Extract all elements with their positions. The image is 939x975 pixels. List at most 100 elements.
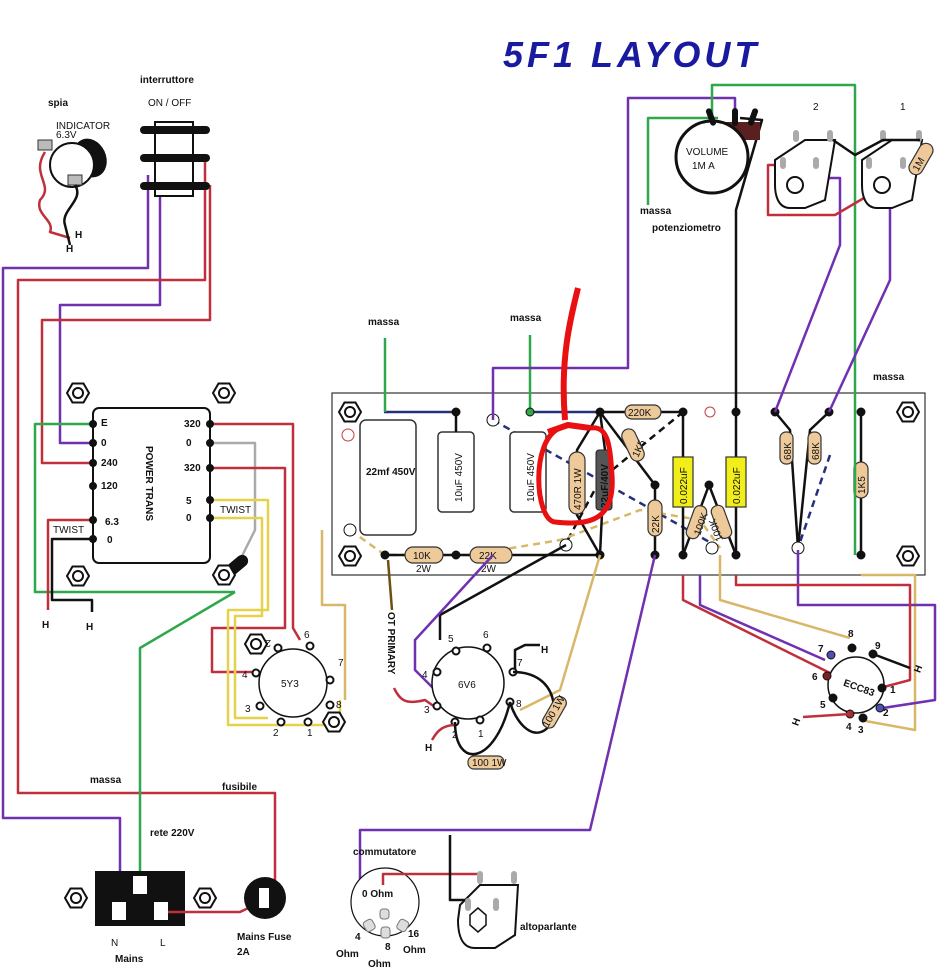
- svg-text:4: 4: [422, 670, 428, 681]
- svg-text:0: 0: [186, 513, 192, 524]
- svg-text:22K: 22K: [651, 515, 662, 533]
- svg-text:potenziometro: potenziometro: [652, 223, 721, 234]
- svg-text:Ohm: Ohm: [336, 949, 359, 960]
- power-tube-6v6: 6V6 5 6 7 4 8 3 2 1 H H 100 1W 100 1W: [422, 630, 568, 770]
- svg-text:320: 320: [184, 419, 201, 430]
- svg-text:3: 3: [858, 725, 864, 736]
- svg-text:120: 120: [101, 481, 118, 492]
- svg-text:7: 7: [338, 658, 344, 669]
- svg-text:2: 2: [265, 637, 271, 648]
- input-jack-1[interactable]: 1 1M: [832, 102, 936, 209]
- svg-text:TWIST: TWIST: [220, 505, 251, 516]
- svg-text:Ohm: Ohm: [403, 945, 426, 956]
- svg-text:0.022uF: 0.022uF: [732, 467, 743, 504]
- svg-text:8: 8: [516, 699, 522, 710]
- svg-text:1: 1: [890, 685, 896, 696]
- svg-text:220K: 220K: [628, 408, 652, 419]
- speaker-jack[interactable]: altoparlante: [448, 835, 577, 949]
- svg-text:massa: massa: [90, 775, 122, 786]
- svg-text:ON / OFF: ON / OFF: [148, 98, 191, 109]
- svg-text:H: H: [790, 717, 803, 728]
- svg-text:1M A: 1M A: [692, 161, 715, 172]
- svg-text:H: H: [75, 230, 82, 241]
- svg-text:2W: 2W: [416, 564, 432, 575]
- svg-text:10uF 450V: 10uF 450V: [454, 453, 465, 502]
- svg-text:8: 8: [336, 700, 342, 711]
- svg-text:H: H: [42, 620, 49, 631]
- svg-text:2A: 2A: [237, 947, 250, 958]
- svg-text:H: H: [541, 645, 548, 656]
- svg-text:Mains: Mains: [115, 954, 144, 965]
- svg-text:5: 5: [820, 700, 826, 711]
- rectifier-tube-5y3: 5Y3 2 6 4 7 3 2 1 8: [242, 630, 346, 739]
- svg-text:100 1W: 100 1W: [472, 758, 507, 769]
- svg-text:1K5: 1K5: [857, 476, 868, 494]
- svg-text:5: 5: [448, 634, 454, 645]
- svg-text:E: E: [101, 418, 108, 429]
- svg-text:L: L: [160, 938, 166, 949]
- svg-text:6.3V: 6.3V: [56, 130, 77, 141]
- svg-text:1: 1: [478, 729, 484, 740]
- svg-text:TWIST: TWIST: [53, 525, 84, 536]
- svg-text:massa: massa: [640, 206, 672, 217]
- svg-text:6: 6: [304, 630, 310, 641]
- svg-text:240: 240: [101, 458, 118, 469]
- svg-text:H: H: [425, 743, 432, 754]
- svg-text:6: 6: [812, 672, 818, 683]
- svg-text:0: 0: [107, 535, 113, 546]
- svg-text:10uF 450V: 10uF 450V: [526, 453, 537, 502]
- svg-text:320: 320: [184, 463, 201, 474]
- svg-text:9: 9: [875, 641, 881, 652]
- svg-text:10K: 10K: [413, 551, 431, 562]
- svg-text:H: H: [86, 622, 93, 633]
- svg-text:4: 4: [846, 722, 852, 733]
- svg-text:5: 5: [186, 496, 192, 507]
- ground-label: massa: [368, 317, 400, 328]
- svg-text:0 Ohm: 0 Ohm: [362, 889, 393, 900]
- mains-wiring: [1, 160, 342, 885]
- svg-text:0.022uF: 0.022uF: [679, 467, 690, 504]
- svg-text:5Y3: 5Y3: [281, 679, 299, 690]
- svg-text:fusibile: fusibile: [222, 782, 257, 793]
- ground-label: massa: [873, 372, 905, 383]
- power-switch[interactable]: interruttore ON / OFF: [140, 75, 210, 197]
- svg-text:2W: 2W: [481, 564, 497, 575]
- svg-text:interruttore: interruttore: [140, 75, 194, 86]
- svg-text:Ohm: Ohm: [368, 959, 391, 970]
- signal-wiring: [320, 83, 937, 905]
- svg-text:8: 8: [385, 942, 391, 953]
- svg-text:altoparlante: altoparlante: [520, 922, 577, 933]
- svg-text:commutatore: commutatore: [353, 847, 417, 858]
- svg-text:Mains Fuse: Mains Fuse: [237, 932, 292, 943]
- svg-text:2: 2: [273, 728, 279, 739]
- input-jack-2[interactable]: 2: [774, 102, 837, 209]
- svg-text:0: 0: [101, 438, 107, 449]
- highlight-annotation: [536, 287, 615, 526]
- svg-text:VOLUME: VOLUME: [686, 147, 729, 158]
- power-transformer: POWER TRANS E 0 240 120 6.3 0 320 0 320 …: [42, 382, 251, 633]
- svg-text:1: 1: [307, 728, 313, 739]
- ot-primary-label: OT PRIMARY: [385, 612, 396, 675]
- svg-text:POWER TRANS: POWER TRANS: [143, 446, 154, 521]
- turret-board: 22mf 450V 10uF 450V 10uF 450V 10K 2W 22K…: [331, 313, 926, 576]
- svg-text:22mf 450V: 22mf 450V: [366, 467, 416, 478]
- svg-text:6.3: 6.3: [105, 517, 119, 528]
- svg-text:68K: 68K: [783, 442, 794, 460]
- mains-section: massa fusibile rete 220V N L Mains Mains…: [64, 775, 292, 965]
- svg-text:3: 3: [245, 704, 251, 715]
- svg-text:4: 4: [242, 670, 248, 681]
- indicator-lamp: spia INDICATOR 6.3V H H: [37, 98, 110, 255]
- svg-text:1: 1: [900, 102, 906, 113]
- svg-text:2: 2: [813, 102, 819, 113]
- svg-text:470R 1W: 470R 1W: [573, 468, 584, 510]
- volume-pot[interactable]: massa potenziometro VOLUME 1M A: [640, 108, 760, 234]
- svg-text:H: H: [912, 664, 925, 675]
- svg-text:22K: 22K: [479, 551, 497, 562]
- svg-text:7: 7: [517, 658, 523, 669]
- svg-text:16: 16: [408, 929, 420, 940]
- svg-text:6: 6: [483, 630, 489, 641]
- svg-text:3: 3: [424, 705, 430, 716]
- impedance-selector[interactable]: commutatore 0 Ohm 4 Ohm 8 Ohm 16 Ohm: [336, 847, 480, 970]
- svg-text:spia: spia: [48, 98, 68, 109]
